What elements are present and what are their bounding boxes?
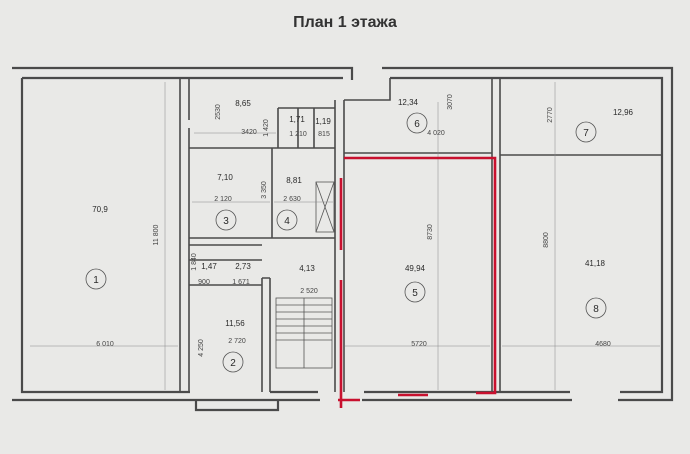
dimension-label: 1 210 [289,131,307,138]
room-area: 70,9 [92,205,108,214]
highlighted-walls [338,156,497,408]
staircase [275,297,333,369]
dimension-label: 2 630 [283,196,301,203]
room-area: 7,10 [217,173,233,182]
dimension-label: 3070 [447,94,454,110]
dimension-label: 3420 [241,129,257,136]
dimension-label: 4 250 [198,339,205,357]
dimension-lines [30,82,660,390]
dimension-label: 8730 [427,224,434,240]
dimension-label: 5720 [411,341,427,348]
dimension-label: 2 120 [214,196,232,203]
room-numbers: 1 2 3 4 5 6 7 8 [93,119,599,369]
dimension-label: 4680 [595,341,611,348]
small-area: 8,65 [235,99,251,108]
interior-walls [179,78,662,392]
dimension-label: 900 [198,279,210,286]
small-area: 2,73 [235,262,251,271]
room-number: 8 [593,304,599,315]
dimension-label: 3 350 [261,181,268,199]
room-number: 4 [284,216,290,227]
outer-walls [12,66,674,412]
dimension-label: 6 010 [96,341,114,348]
dimension-label: 4 020 [427,130,445,137]
small-area: 1,19 [315,117,331,126]
dimension-label: 1 840 [191,253,198,271]
small-areas: 8,65 1,71 1,19 1,47 2,73 4,13 [201,99,331,273]
dimension-label: 8800 [543,232,550,248]
room-number: 5 [412,288,418,299]
small-area: 1,71 [289,115,305,124]
small-area: 4,13 [299,264,315,273]
room-number: 6 [414,119,420,130]
dimension-label: 2 720 [228,338,246,345]
room-area: 11,56 [225,319,245,328]
dimension-label: 2530 [215,104,222,120]
room-markers [85,112,607,373]
dimension-label: 2770 [547,107,554,123]
room-number: 1 [93,275,99,286]
room-number: 2 [230,358,236,369]
dimension-label: 1 671 [232,279,250,286]
room-area: 8,81 [286,176,302,185]
room-number: 7 [583,128,589,139]
shaft [315,181,335,233]
dimension-label: 2 520 [300,288,318,295]
room-area: 12,34 [398,98,419,107]
room-area: 49,94 [405,264,426,273]
plan-title: План 1 этажа [293,14,397,31]
room-number: 3 [223,216,229,227]
dimension-label: 815 [318,131,330,138]
dimension-label: 1 420 [263,119,270,137]
dimension-labels: 2530 3420 1 420 1 210 815 3070 4 020 277… [96,94,611,357]
room-areas: 70,9 11,56 7,10 8,81 49,94 12,34 12,96 4… [92,98,633,328]
room-area: 12,96 [613,108,634,117]
dimension-label: 11 800 [153,224,160,245]
room-area: 41,18 [585,259,606,268]
small-area: 1,47 [201,262,217,271]
